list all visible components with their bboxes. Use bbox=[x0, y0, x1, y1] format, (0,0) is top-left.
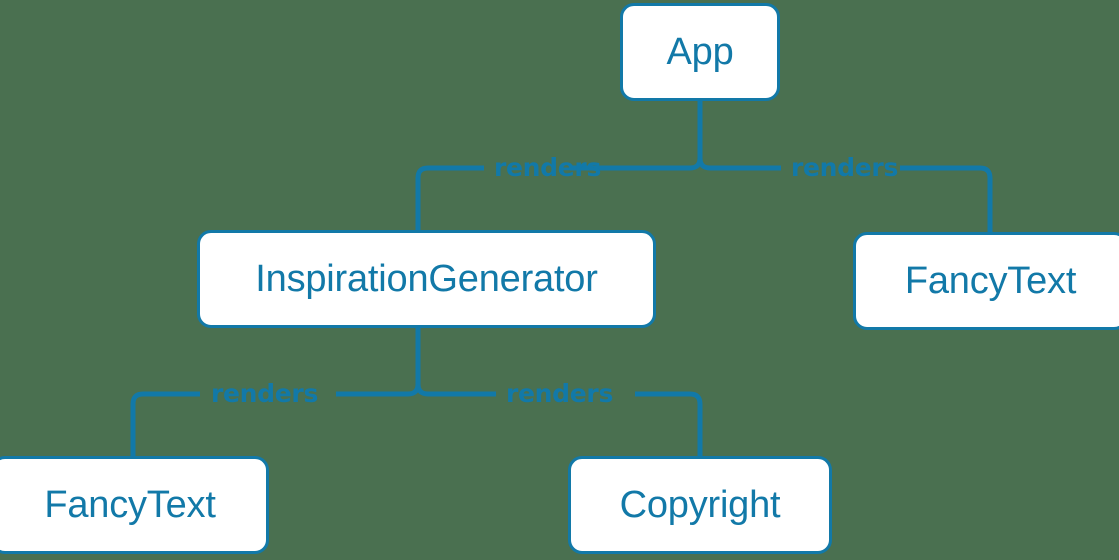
edge-label-inspiration-to-copyright: renders bbox=[506, 379, 614, 408]
node-app-label: App bbox=[666, 31, 734, 73]
edge-app-to-inspiration bbox=[415, 165, 484, 230]
edge-label-inspiration-to-fancytext: renders bbox=[211, 379, 319, 408]
edge-inspiration-trunk bbox=[336, 328, 421, 397]
node-fancytext-right-label: FancyText bbox=[904, 260, 1077, 302]
node-fancytext-bottom-left-label: FancyText bbox=[44, 484, 216, 526]
edge-label-app-to-inspiration: renders bbox=[494, 153, 602, 182]
node-inspiration-generator-label: InspirationGenerator bbox=[255, 258, 598, 300]
node-copyright-label: Copyright bbox=[619, 484, 781, 526]
edge-inspiration-to-copyright bbox=[635, 391, 703, 456]
edge-inspiration-to-fancytext bbox=[130, 391, 200, 456]
node-copyright[interactable]: Copyright bbox=[568, 456, 832, 554]
node-fancytext-right[interactable]: FancyText bbox=[853, 232, 1119, 330]
node-fancytext-bottom-left[interactable]: FancyText bbox=[0, 456, 269, 554]
edge-label-app-to-fancytext: renders bbox=[791, 153, 899, 182]
edge-app-to-fancytext bbox=[900, 165, 993, 232]
node-app[interactable]: App bbox=[620, 3, 780, 101]
edge-app-trunk-right bbox=[697, 157, 781, 171]
edge-inspiration-trunk-right bbox=[415, 383, 496, 397]
node-inspiration-generator[interactable]: InspirationGenerator bbox=[197, 230, 656, 328]
